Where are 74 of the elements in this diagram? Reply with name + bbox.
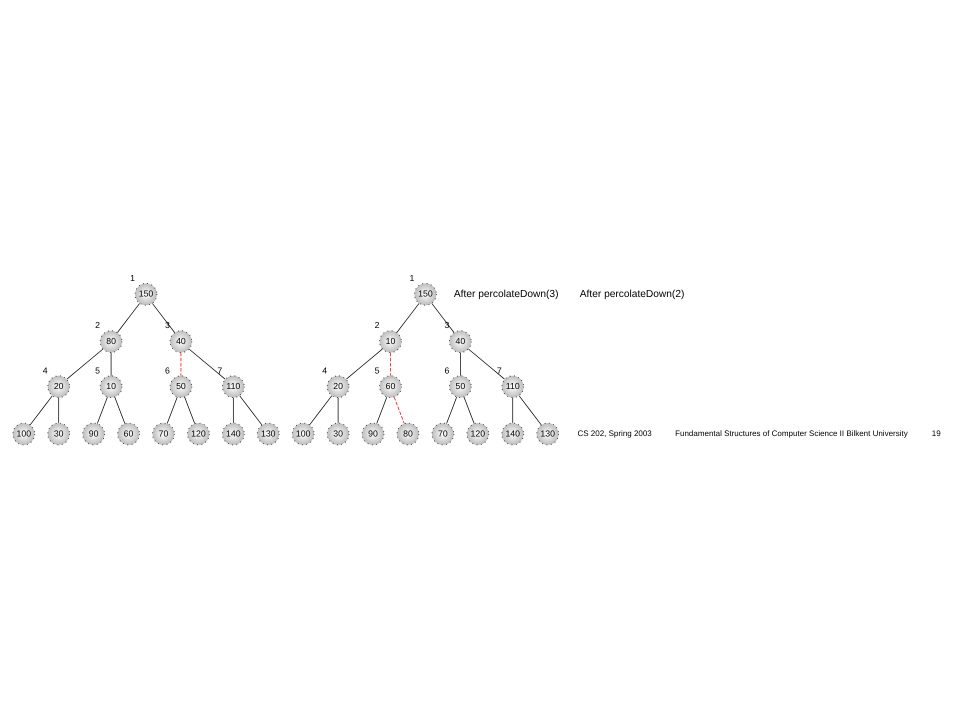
node-label: 7 bbox=[496, 365, 502, 376]
connector bbox=[460, 352, 461, 376]
label: After percolateDown(3) bbox=[454, 288, 558, 300]
connector bbox=[239, 395, 262, 426]
node-circle: 90 bbox=[362, 422, 384, 446]
node-label: 4 bbox=[322, 365, 328, 376]
node-circle: 60 bbox=[117, 422, 140, 446]
node-circle: 100 bbox=[12, 422, 36, 446]
connector bbox=[376, 396, 388, 424]
node-label: 2 bbox=[374, 320, 380, 330]
connector bbox=[96, 396, 108, 424]
connector bbox=[184, 396, 196, 424]
node-circle: 140 bbox=[222, 422, 245, 446]
node-label: 6 bbox=[444, 365, 450, 376]
node-circle: 40 bbox=[449, 330, 472, 353]
connector bbox=[58, 397, 60, 424]
node-circle: 90 bbox=[82, 422, 105, 446]
node-circle: 10 bbox=[379, 330, 402, 353]
connector bbox=[431, 303, 454, 333]
node-label: 2 bbox=[95, 320, 100, 330]
connector bbox=[518, 395, 542, 426]
connector bbox=[396, 303, 420, 333]
label: After percolateDown(2) bbox=[580, 288, 684, 300]
connector bbox=[309, 395, 332, 426]
node-circle: 100 bbox=[292, 422, 315, 446]
node-label: 4 bbox=[42, 365, 48, 376]
connector bbox=[110, 352, 112, 376]
node-circle: 30 bbox=[326, 422, 350, 446]
connector bbox=[232, 397, 234, 424]
label: CS 202, Spring 2003 bbox=[577, 429, 652, 438]
node-circle: 130 bbox=[536, 422, 560, 446]
connector bbox=[390, 352, 391, 376]
node-circle: 140 bbox=[501, 422, 524, 446]
connector bbox=[117, 303, 140, 333]
node-label: 6 bbox=[165, 365, 170, 376]
node-circle: 120 bbox=[466, 422, 490, 446]
connector bbox=[346, 348, 383, 380]
node-circle: 110 bbox=[222, 375, 245, 398]
node-circle: 130 bbox=[256, 422, 280, 446]
connector bbox=[114, 396, 126, 424]
node-circle: 20 bbox=[47, 375, 70, 398]
connector bbox=[468, 348, 505, 380]
node-circle: 70 bbox=[152, 422, 175, 446]
node-circle: 150 bbox=[134, 282, 158, 306]
connector bbox=[188, 348, 226, 380]
node-circle: 60 bbox=[379, 375, 402, 398]
node-circle: 30 bbox=[47, 422, 70, 446]
connector bbox=[512, 397, 514, 424]
node-label: 1 bbox=[410, 272, 414, 283]
connector bbox=[464, 396, 474, 424]
node-circle: 10 bbox=[100, 375, 122, 398]
node-circle: 50 bbox=[449, 375, 472, 398]
label: 19 bbox=[932, 429, 941, 438]
node-label: 5 bbox=[374, 365, 380, 376]
node-circle: 80 bbox=[396, 422, 420, 446]
node-circle: 70 bbox=[432, 422, 454, 446]
node-circle: 110 bbox=[501, 375, 524, 398]
node-circle: 50 bbox=[170, 375, 192, 398]
node-circle: 40 bbox=[170, 330, 192, 353]
connector bbox=[394, 396, 405, 424]
connector bbox=[180, 352, 182, 376]
node-circle: 120 bbox=[187, 422, 210, 446]
node-label: 7 bbox=[217, 365, 222, 376]
connector bbox=[166, 396, 178, 424]
connector bbox=[446, 396, 458, 424]
connector bbox=[30, 395, 53, 426]
connector bbox=[152, 303, 175, 333]
node-circle: 80 bbox=[100, 330, 122, 353]
connector bbox=[66, 348, 104, 380]
node-label: 1 bbox=[130, 272, 135, 283]
node-circle: 20 bbox=[326, 375, 350, 398]
label: Fundamental Structures of Computer Science II Bilkent University bbox=[675, 429, 908, 438]
node-circle: 150 bbox=[414, 282, 437, 306]
node-label: 5 bbox=[95, 365, 100, 376]
